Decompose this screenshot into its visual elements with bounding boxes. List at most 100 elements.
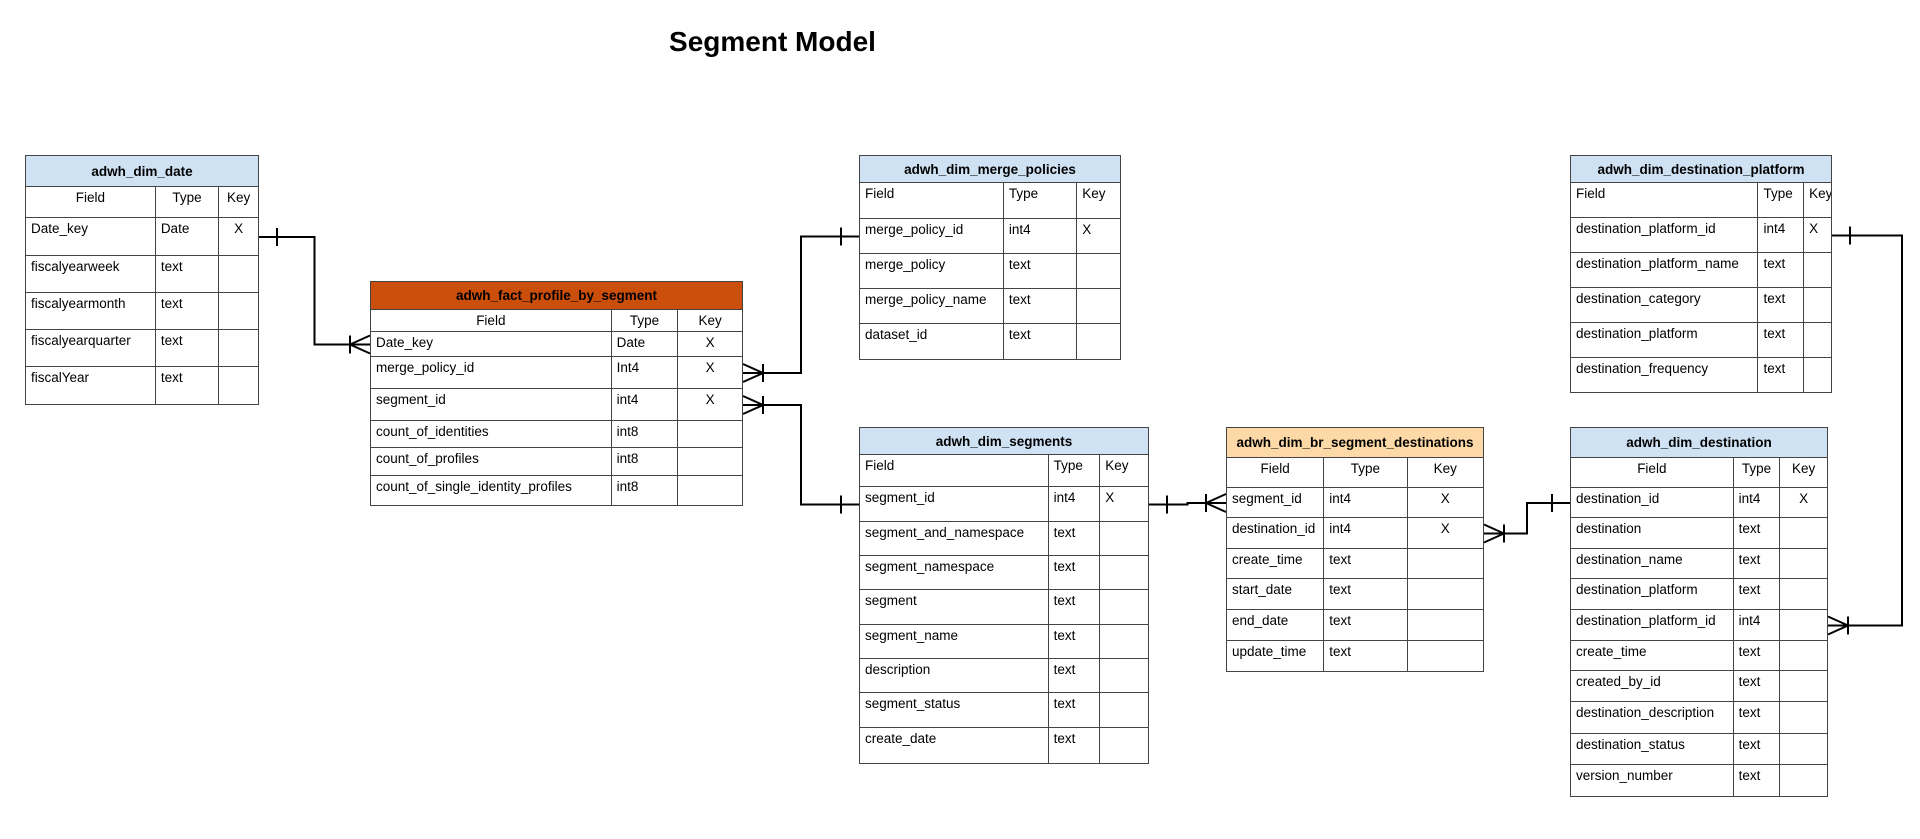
type-cell: text bbox=[1002, 254, 1076, 288]
field-cell: segment_id bbox=[1232, 491, 1302, 506]
type-cell: text bbox=[154, 367, 218, 404]
relationship-line bbox=[743, 235, 859, 374]
field-cell: count_of_identities bbox=[376, 424, 489, 439]
key-cell: X bbox=[1099, 487, 1148, 521]
table-title: adwh_dim_segments bbox=[860, 428, 1148, 455]
field-cell: segment_status bbox=[865, 696, 961, 711]
field-cell: description bbox=[865, 662, 931, 677]
key-cell bbox=[1779, 579, 1827, 609]
field-cell: destination bbox=[1576, 521, 1642, 536]
column-header-type: Type bbox=[1047, 455, 1100, 486]
field-cell: destination_description bbox=[1576, 705, 1715, 720]
table-row[interactable]: count_of_identities int8 bbox=[371, 421, 742, 448]
table-title: adwh_dim_destination_platform bbox=[1571, 156, 1831, 183]
field-cell: count_of_profiles bbox=[376, 451, 479, 466]
table-row[interactable]: destination_description text bbox=[1571, 702, 1827, 734]
key-cell bbox=[1406, 641, 1483, 671]
field-cell: destination_platform_id bbox=[1576, 613, 1716, 628]
key-cell bbox=[1779, 641, 1827, 670]
field-cell: destination_platform bbox=[1576, 326, 1698, 341]
type-cell: Int4 bbox=[610, 357, 678, 388]
relationship-line bbox=[1149, 502, 1226, 506]
many-marker bbox=[742, 395, 764, 415]
column-header-key: Key bbox=[1406, 458, 1483, 487]
table-row[interactable]: create_date text bbox=[860, 728, 1148, 763]
key-cell: X bbox=[1406, 518, 1483, 548]
column-header-field: Field bbox=[75, 190, 106, 205]
key-cell bbox=[1779, 702, 1827, 733]
field-cell: destination_category bbox=[1576, 291, 1701, 306]
field-cell: segment_namespace bbox=[865, 559, 995, 574]
column-header-type: Type bbox=[1002, 183, 1076, 218]
type-cell: text bbox=[1732, 579, 1780, 609]
key-cell bbox=[218, 293, 258, 329]
key-cell: X bbox=[677, 389, 742, 420]
field-cell: segment_id bbox=[865, 490, 935, 505]
field-cell: create_date bbox=[865, 731, 937, 746]
type-cell: int8 bbox=[610, 421, 678, 447]
field-cell: fiscalyearmonth bbox=[31, 296, 126, 311]
column-header-type: Type bbox=[1732, 458, 1780, 487]
field-cell: destination_platform_id bbox=[1576, 221, 1716, 236]
column-header-type: Type bbox=[154, 187, 218, 217]
type-cell: text bbox=[1732, 671, 1780, 701]
type-cell: text bbox=[1732, 702, 1780, 733]
field-cell: segment bbox=[865, 593, 917, 608]
table-title: adwh_dim_merge_policies bbox=[860, 156, 1120, 183]
field-cell: create_time bbox=[1576, 644, 1647, 659]
type-cell: text bbox=[1047, 728, 1100, 763]
key-cell bbox=[1779, 734, 1827, 764]
